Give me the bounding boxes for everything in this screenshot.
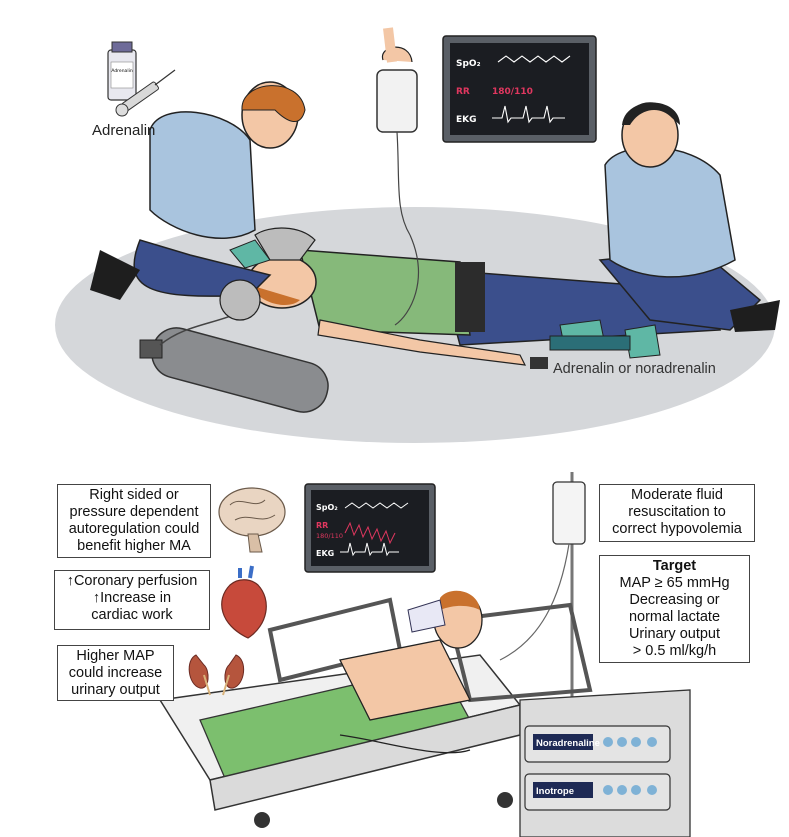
- heart-box-line: ↑Increase in: [92, 590, 172, 606]
- brain-icon: [218, 487, 286, 553]
- infusion-pump-stack: [519, 689, 691, 837]
- medic-right: [549, 102, 780, 359]
- brain-effect-box: Right sided or pressure dependent autore…: [57, 484, 211, 558]
- adrenalin-label: Adrenalin: [92, 122, 155, 139]
- monitor-bottom-rr: RR: [316, 521, 328, 530]
- kidney-effect-box: Higher MAP could increase urinary output: [57, 645, 174, 701]
- vial-text: Adrenalin: [111, 68, 132, 74]
- oxygen-cylinder: [139, 299, 329, 413]
- monitor-bottom: [304, 483, 436, 573]
- target-line: normal lactate: [628, 609, 721, 625]
- bottom-scene: [158, 472, 691, 837]
- adrenalin-vial: Adrenalin: [107, 41, 137, 101]
- brain-box-line: benefit higher MA: [77, 538, 191, 554]
- pump-inotrope-label: Inotrope: [536, 786, 574, 797]
- monitor-top-rr-value: 180/110: [492, 87, 533, 97]
- kidney-box-line: urinary output: [71, 682, 160, 698]
- target-line: Urinary output: [628, 626, 721, 642]
- heart-box-line: cardiac work: [91, 607, 173, 623]
- pump-noradrenaline-label: Noradrenaline: [536, 738, 600, 749]
- monitor-top-rr: RR: [456, 87, 470, 97]
- iv-pole: [499, 472, 586, 837]
- fluid-resuscitation-box: Moderate fluid resuscitation to correct …: [599, 484, 755, 542]
- kidney-icon: [188, 654, 244, 696]
- monitor-top-spo2: SpO₂: [456, 59, 481, 69]
- monitor-bottom-ekg: EKG: [316, 549, 334, 558]
- monitor-top: [442, 35, 597, 143]
- target-line: MAP ≥ 65 mmHg: [619, 575, 730, 591]
- top-scene: Adrenalin: [55, 27, 780, 443]
- heart-effect-box: ↑Coronary perfusion ↑Increase in cardiac…: [54, 570, 210, 630]
- fluid-box-line: resuscitation to: [628, 504, 726, 520]
- monitor-bottom-spo2: SpO₂: [316, 503, 338, 512]
- syringe-label: Adrenalin or noradrenalin: [553, 361, 716, 377]
- kidney-box-line: could increase: [68, 665, 163, 681]
- target-line: > 0.5 ml/kg/h: [632, 643, 717, 659]
- target-title: Target: [652, 558, 697, 574]
- brain-box-line: Right sided or: [89, 487, 179, 503]
- monitor-top-ekg: EKG: [456, 115, 477, 125]
- brain-box-line: pressure dependent: [69, 504, 199, 520]
- heart-icon: [221, 565, 267, 639]
- syringe-icon: [115, 69, 176, 117]
- iv-bag-top: [376, 27, 419, 326]
- target-box: Target MAP ≥ 65 mmHg Decreasing or norma…: [599, 555, 750, 663]
- fluid-box-line: Moderate fluid: [631, 487, 723, 503]
- target-line: Decreasing or: [629, 592, 720, 608]
- monitor-bottom-rr-value: 180/110: [316, 532, 343, 540]
- patient-bed: [339, 590, 483, 754]
- nurse-left: [90, 81, 316, 321]
- brain-box-line: autoregulation could: [68, 521, 200, 537]
- heart-box-line: ↑Coronary perfusion: [66, 573, 198, 589]
- fluid-box-line: correct hypovolemia: [612, 521, 742, 537]
- kidney-box-line: Higher MAP: [76, 648, 155, 664]
